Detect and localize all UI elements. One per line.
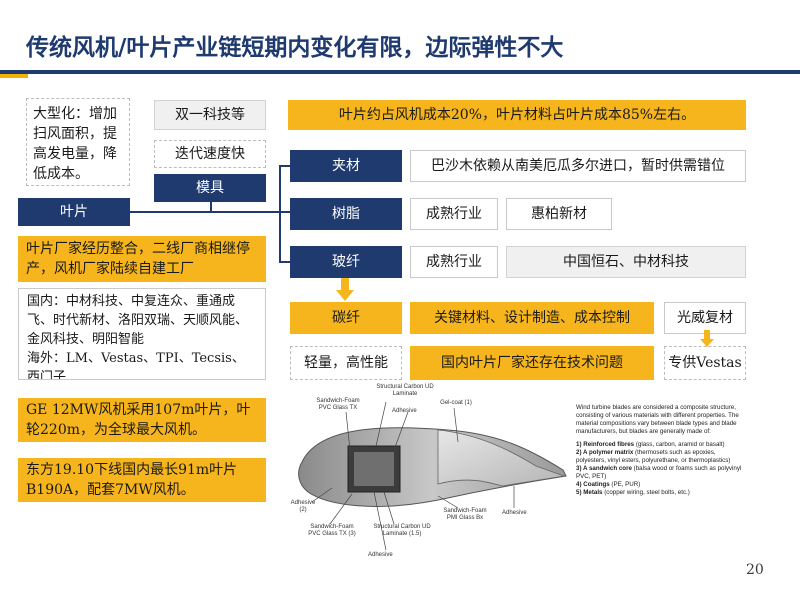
glass-fiber-node: 玻纤 [290, 246, 402, 278]
label-sandwich-left: Sandwich-Foam PVC Glass TX (3) [308, 524, 356, 537]
material-list-item: 3) A sandwich core (balsa wood or foams … [576, 465, 742, 480]
composite-description: Wind turbine blades are considered a com… [576, 404, 744, 497]
carbon-fiber-issue: 国内叶片厂家还存在技术问题 [410, 346, 654, 380]
carbon-fiber-feature: 轻量，高性能 [290, 346, 402, 380]
label-structural-bottom: Structural Carbon UD Laminate (1.5) [373, 524, 431, 537]
resin-maturity: 成熟行业 [410, 198, 498, 230]
domestic-manufacturers: 国内：中材科技、中复连众、重通成飞、时代新材、洛阳双瑞、天顺风能、金风科技、明阳… [27, 294, 249, 347]
label-adhesive-bottom: Adhesive [368, 552, 393, 558]
dongfang-fact-box: 东方19.10下线国内最长91m叶片B190A，配套7MW风机。 [18, 458, 266, 502]
title-divider-accent [0, 74, 28, 78]
material-list-item: 2) A polymer matrix (thermosets such as … [576, 449, 731, 464]
overseas-manufacturers: 海外：LM、Vestas、TPI、Tecsis、西门子… [27, 351, 245, 380]
connector-vertical [279, 165, 281, 262]
blade-cross-section-diagram [298, 401, 567, 551]
mold-node: 模具 [154, 174, 266, 202]
ge-fact-box: GE 12MW风机采用107m叶片，叶轮220m，为全球最大风机。 [18, 398, 266, 442]
blade-node: 叶片 [18, 198, 130, 226]
connector-mold [210, 202, 212, 211]
iteration-box: 迭代速度快 [154, 140, 266, 168]
glass-fiber-maturity: 成熟行业 [410, 246, 498, 278]
material-list-item: 1) Reinforced fibres (glass, carbon, ara… [576, 441, 725, 448]
carbon-fiber-company: 光威复材 [664, 302, 746, 334]
label-gelcoat: Gel-coat (1) [440, 400, 472, 406]
blade-cross-section-figure: Structural Carbon UD Laminate Adhesive G… [288, 384, 746, 562]
label-adhesive-left: Adhesive (2) [290, 500, 316, 513]
label-structural-top: Structural Carbon UD Laminate [376, 384, 434, 397]
material-list-item: 4) Coatings (PE, PUR) [576, 481, 641, 488]
core-material-note: 巴沙木依赖从南美厄瓜多尔进口，暂时供需错位 [410, 150, 746, 182]
carbon-fiber-node: 碳纤 [290, 302, 402, 334]
shuangyi-box: 双一科技等 [154, 100, 266, 130]
page-number: 20 [746, 562, 764, 578]
label-sandwich-bottom: Sandwich-Foam PMI Glass Bx [443, 508, 487, 521]
connector-glass [279, 261, 295, 263]
connector-core [279, 165, 295, 167]
connector-resin [279, 211, 295, 213]
cost-note-banner: 叶片约占风机成本20%，叶片材料占叶片成本85%左右。 [288, 100, 746, 130]
material-list-item: 5) Metals (copper wiring, steel bolts, e… [576, 489, 690, 496]
core-material-node: 夹材 [290, 150, 402, 182]
title-divider [0, 70, 800, 74]
resin-node: 树脂 [290, 198, 402, 230]
label-adhesive-right: Adhesive [502, 510, 527, 516]
consolidation-box: 叶片厂家经历整合，二线厂商相继停产，风机厂家陆续自建工厂 [18, 236, 266, 282]
page-title: 传统风机/叶片产业链短期内变化有限，边际弹性不大 [26, 35, 564, 61]
manufacturers-box: 国内：中材科技、中复连众、重通成飞、时代新材、洛阳双瑞、天顺风能、金风科技、明阳… [18, 288, 266, 380]
large-scale-box: 大型化：增加扫风面积，提高发电量，降低成本。 [26, 98, 130, 186]
connector-blade [130, 211, 280, 213]
resin-company: 惠柏新材 [506, 198, 612, 230]
label-adhesive-top: Adhesive [392, 408, 417, 414]
arrow-down-icon [336, 278, 354, 301]
carbon-fiber-keys: 关键材料、设计制造、成本控制 [410, 302, 654, 334]
glass-fiber-companies: 中国恒石、中材科技 [506, 246, 746, 278]
label-sandwich-top: Sandwich-Foam PVC Glass TX [316, 398, 360, 411]
arrow-down-icon [700, 330, 714, 347]
vestas-supply-box: 专供Vestas [664, 346, 746, 380]
description-intro: Wind turbine blades are considered a com… [576, 404, 739, 435]
